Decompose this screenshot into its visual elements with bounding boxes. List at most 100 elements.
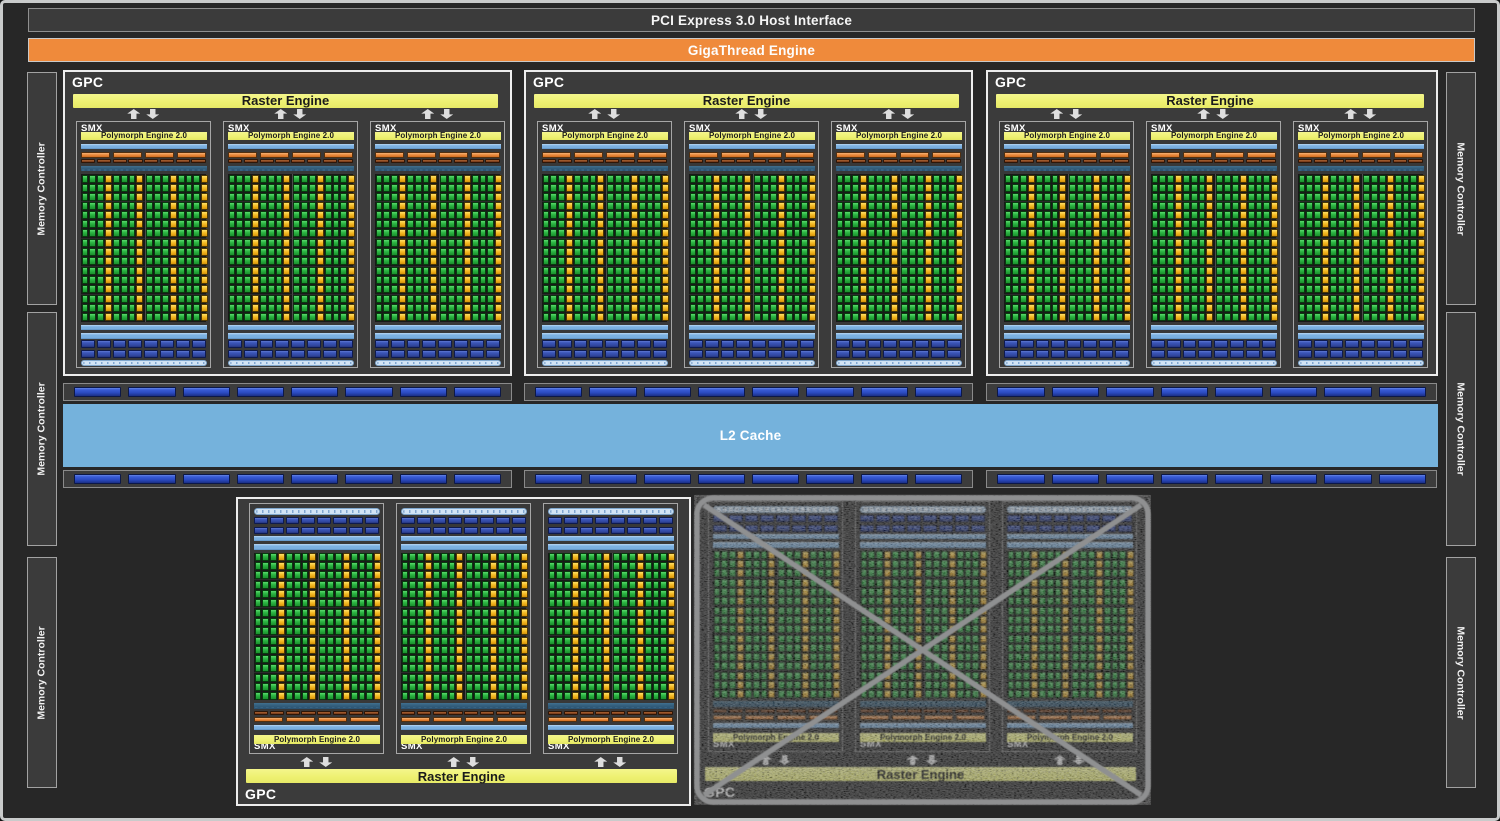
- cuda-core: [275, 202, 283, 211]
- sfu-core: [809, 211, 817, 220]
- cuda-core: [907, 671, 915, 680]
- cuda-core: [422, 174, 430, 183]
- cuda-core: [120, 257, 128, 266]
- sfu-core: [891, 183, 899, 192]
- sfu-core: [399, 183, 406, 192]
- cuda-core: [1100, 313, 1108, 322]
- cuda-core: [564, 617, 572, 626]
- cuda-core: [401, 617, 409, 626]
- cuda-core: [721, 615, 729, 624]
- sfu-core: [425, 654, 432, 663]
- cuda-core: [154, 183, 161, 192]
- shared-memory-cell: [915, 340, 929, 348]
- instruction-cache-bar: [860, 701, 986, 707]
- shared-memory-cell: [768, 340, 782, 348]
- sfu-core: [1239, 295, 1247, 304]
- texture-unit: [931, 152, 961, 158]
- cuda-core: [1007, 587, 1015, 596]
- cuda-core: [1116, 313, 1124, 322]
- cuda-core: [564, 589, 572, 598]
- cuda-core: [607, 183, 615, 192]
- cuda-core: [550, 276, 558, 285]
- cuda-core: [285, 645, 293, 654]
- cuda-core: [81, 192, 89, 201]
- shared-memory-cell: [689, 350, 703, 358]
- cuda-core: [350, 691, 358, 700]
- cuda-core: [1080, 624, 1087, 633]
- sfu-core: [1127, 643, 1135, 652]
- tex-cache: [823, 709, 838, 713]
- sfu-core: [374, 663, 382, 672]
- cuda-core: [497, 580, 505, 589]
- cuda-core: [1379, 174, 1386, 183]
- core-grid-row-divider: [836, 293, 961, 295]
- cuda-core: [1298, 267, 1306, 276]
- cuda-core: [883, 267, 891, 276]
- sfu-core: [348, 192, 356, 201]
- cuda-core: [474, 571, 481, 579]
- cuda-core: [1007, 606, 1015, 615]
- shared-memory-cell: [485, 340, 500, 348]
- sfu-core: [884, 587, 891, 596]
- shared-memory-cell: [1361, 350, 1376, 358]
- cuda-core: [1167, 192, 1175, 201]
- sfu-core: [105, 183, 112, 192]
- cuda-core: [1379, 285, 1386, 294]
- cuda-core: [193, 183, 201, 192]
- sfu-core: [915, 624, 923, 633]
- sfu-core: [1031, 624, 1038, 633]
- cuda-core: [254, 589, 262, 598]
- cuda-core: [713, 560, 721, 568]
- sfu-core: [956, 276, 964, 285]
- core-grid-row-divider: [254, 579, 379, 581]
- cuda-core: [244, 183, 252, 192]
- cuda-core: [358, 608, 366, 617]
- cuda-core: [729, 661, 737, 670]
- cuda-core: [899, 689, 907, 698]
- cuda-core: [1116, 192, 1124, 201]
- cuda-core: [785, 192, 793, 201]
- core-grid-row-divider: [689, 265, 814, 267]
- shared-memory-grid: [836, 340, 961, 358]
- sfu-core: [463, 183, 471, 192]
- texture-unit: [1214, 152, 1244, 158]
- cuda-core: [1198, 295, 1206, 304]
- tex-cache: [563, 711, 578, 715]
- cuda-core: [941, 551, 948, 559]
- cuda-core: [414, 276, 422, 285]
- sfu-core: [668, 663, 676, 672]
- cuda-core: [340, 229, 348, 238]
- cuda-core: [728, 239, 736, 248]
- cuda-core: [794, 624, 801, 633]
- cuda-core: [760, 661, 768, 670]
- cuda-core: [883, 183, 891, 192]
- cuda-core: [825, 680, 833, 689]
- texture-unit: [176, 152, 206, 158]
- shared-memory-cell: [1298, 340, 1312, 348]
- sfu-core: [1322, 174, 1329, 183]
- sfu-core: [489, 636, 497, 645]
- cuda-core: [1159, 267, 1167, 276]
- cuda-core: [1069, 295, 1077, 304]
- cuda-core: [836, 248, 844, 257]
- cuda-core: [350, 682, 358, 691]
- sfu-core: [737, 560, 744, 568]
- sfu-core: [630, 229, 638, 238]
- shared-memory-cell: [307, 350, 321, 358]
- sfu-core: [768, 689, 776, 698]
- sfu-core: [316, 276, 324, 285]
- core-grid-row-divider: [689, 200, 814, 202]
- shared-memory-cell: [1101, 514, 1116, 522]
- cuda-core: [909, 229, 916, 238]
- cuda-core: [259, 304, 267, 313]
- cuda-core: [697, 220, 705, 229]
- cuda-core: [1111, 643, 1119, 652]
- shared-memory-cell: [823, 524, 838, 532]
- cuda-core: [801, 239, 809, 248]
- sfu-core: [283, 192, 291, 201]
- cuda-core: [128, 211, 136, 220]
- cuda-core: [432, 645, 440, 654]
- cuda-core: [1038, 551, 1046, 559]
- texture-unit: [836, 152, 865, 158]
